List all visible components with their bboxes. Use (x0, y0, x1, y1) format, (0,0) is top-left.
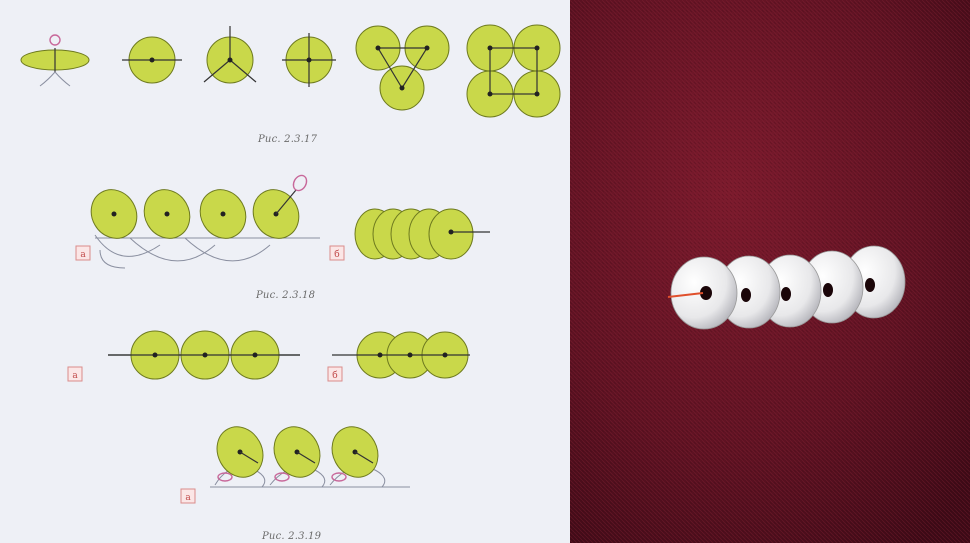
fig-2-3-18-group: а б (76, 173, 490, 268)
caption-fig-2-3-17: Рис. 2.3.17 (258, 134, 317, 145)
label-b: б (334, 249, 339, 260)
label-b-19: б (332, 370, 337, 381)
caption-fig-2-3-19: Рис. 2.3.19 (262, 531, 321, 542)
sequin-single-stitch (122, 37, 182, 83)
sequin-three-stitches (204, 26, 256, 83)
label-a-19-bottom: а (185, 493, 191, 503)
fig-2-3-17-group (21, 25, 560, 117)
sequin-cross-stitches (282, 33, 336, 87)
sequin-photo (570, 0, 970, 543)
label-a-box-19-bottom: а (181, 489, 195, 503)
label-b-box-19: б (328, 367, 342, 381)
sequin-row-photo (668, 246, 905, 329)
sequin-square-group (467, 25, 560, 117)
label-a-box-19: а (68, 367, 82, 381)
label-b-box-18: б (330, 246, 344, 260)
illustration-page: .sq { fill: #c9d84a; stroke: #6e7a1f; st… (0, 0, 570, 543)
fig-2-3-18a: а (76, 173, 320, 268)
label-a-19: а (72, 371, 78, 381)
fabric-photo-svg (570, 0, 970, 543)
sequin-triangle-group (356, 26, 449, 110)
label-a: а (80, 250, 86, 260)
caption-fig-2-3-18: Рис. 2.3.18 (256, 290, 315, 301)
label-a-box: а (76, 246, 90, 260)
sequin-side-with-bead (21, 35, 89, 86)
fig-2-3-19a-straight: а (68, 331, 300, 381)
fig-2-3-19-group: а б (68, 331, 470, 503)
sequin-diagram: .sq { fill: #c9d84a; stroke: #6e7a1f; st… (0, 0, 570, 543)
photo-sequin-1 (671, 257, 737, 329)
fig-2-3-19-tilted-with-beads: а (181, 419, 410, 503)
fig-2-3-18b: б (330, 209, 490, 260)
fig-2-3-19b-straight: б (328, 332, 470, 381)
